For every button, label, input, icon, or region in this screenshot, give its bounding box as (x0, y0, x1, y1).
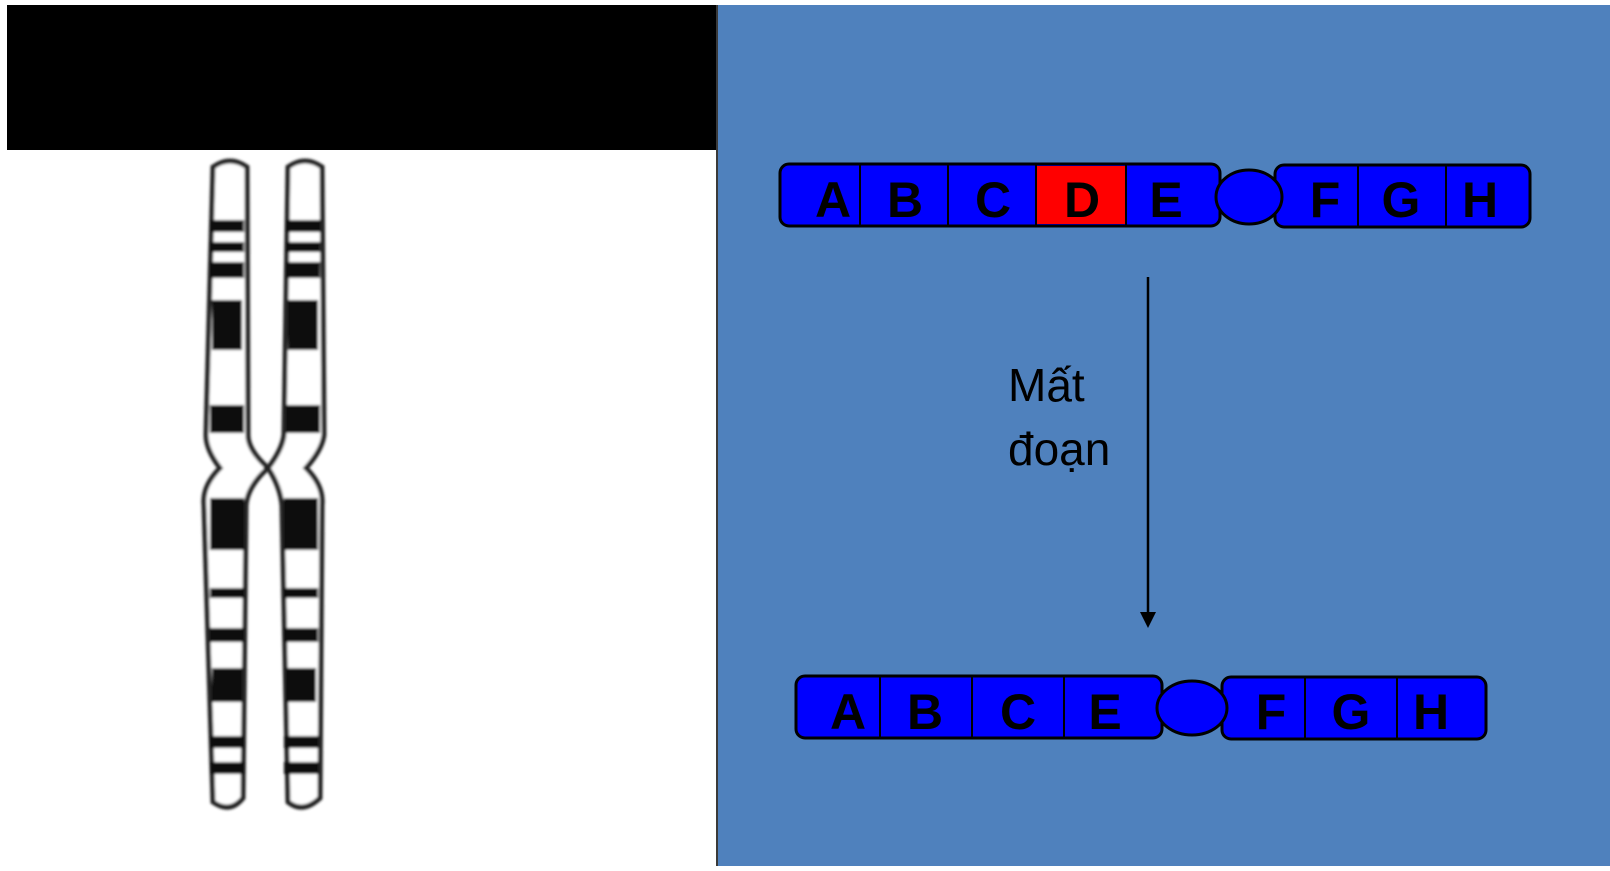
top-centromere (1214, 168, 1284, 226)
bottom-gene-E: E (1088, 684, 1121, 740)
top-gene-F: F (1310, 172, 1341, 228)
top-gene-G: G (1382, 172, 1421, 228)
bottom-chromosome: A B C E F G H (794, 674, 1488, 741)
bottom-gene-B: B (907, 684, 943, 740)
top-gene-D: D (1064, 172, 1100, 228)
black-header-bar (7, 5, 717, 150)
caption-line-1: Mất (1008, 359, 1085, 411)
top-gene-E: E (1149, 172, 1182, 228)
left-chromatid (201, 158, 272, 810)
caption-line-2: đoạn (1008, 423, 1111, 475)
top-gene-C: C (975, 172, 1011, 228)
bottom-gene-G: G (1332, 684, 1371, 740)
top-gene-H: H (1462, 172, 1498, 228)
bottom-gene-F: F (1256, 684, 1287, 740)
right-chromatid (264, 158, 327, 810)
chromosome-image (201, 158, 327, 810)
arrow-caption: Mất đoạn (1008, 353, 1110, 481)
top-gene-A: A (815, 172, 851, 228)
bottom-centromere (1155, 679, 1229, 737)
deleted-segment (1036, 166, 1126, 224)
bottom-gene-C: C (1000, 684, 1036, 740)
top-gene-B: B (887, 172, 923, 228)
top-chromosome: A B C D E F G H (778, 162, 1532, 229)
deletion-arrow (1140, 277, 1156, 628)
bottom-gene-A: A (830, 684, 866, 740)
chromosome-photo-panel (0, 150, 716, 866)
bottom-gene-H: H (1413, 684, 1449, 740)
